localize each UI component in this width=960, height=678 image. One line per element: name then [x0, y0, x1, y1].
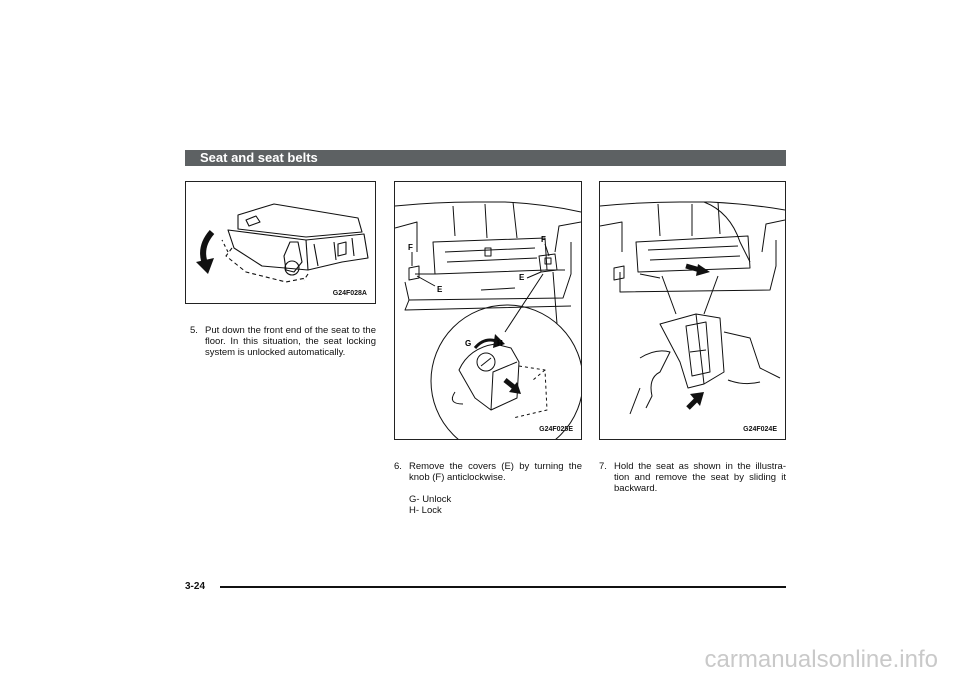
legend-lock: H- Lock: [409, 505, 442, 516]
callout-f-left: F: [408, 243, 413, 252]
step-text: Hold the seat as shown in the illustra-t…: [614, 461, 786, 494]
step-number: 7.: [599, 461, 607, 472]
footer-rule: [220, 586, 786, 588]
seat-removal-illustration: [600, 201, 785, 415]
callout-h: H: [497, 339, 503, 348]
figure-code: G24F024E: [743, 426, 777, 433]
callout-f-right: F: [541, 235, 546, 244]
seat-fold-illustration: [196, 203, 369, 283]
step-5: 5. Put down the front end of the seat to…: [190, 325, 376, 358]
step-number: 6.: [394, 461, 402, 472]
cover-removal-illustration: F F E E G H: [395, 201, 581, 439]
figure-seat-removal: G24F024E: [599, 181, 786, 440]
step-text: Remove the covers (E) by turning the kno…: [409, 461, 582, 483]
figure-seat-fold-down: G24F028A: [185, 181, 376, 304]
knob-legend: G- Unlock H- Lock: [394, 494, 582, 516]
callout-g: G: [465, 339, 471, 348]
figure-cover-removal: F F E E G H G24F025E: [394, 181, 582, 440]
callout-e-right: E: [519, 273, 525, 282]
page-number: 3-24: [185, 581, 206, 592]
legend-unlock: G- Unlock: [409, 494, 452, 505]
section-title: Seat and seat belts: [200, 150, 318, 165]
step-6: 6. Remove the covers (E) by turning the …: [394, 461, 582, 516]
step-number: 5.: [190, 325, 198, 336]
watermark: carmanualsonline.info: [704, 646, 938, 673]
callout-e-left: E: [437, 285, 443, 294]
figure-code: G24F028A: [332, 290, 367, 297]
step-text: Put down the front end of the seat to th…: [205, 325, 376, 358]
step-7: 7. Hold the seat as shown in the illustr…: [599, 461, 786, 494]
section-header-bar: Seat and seat belts: [185, 150, 786, 166]
figure-code: G24F025E: [539, 426, 573, 433]
